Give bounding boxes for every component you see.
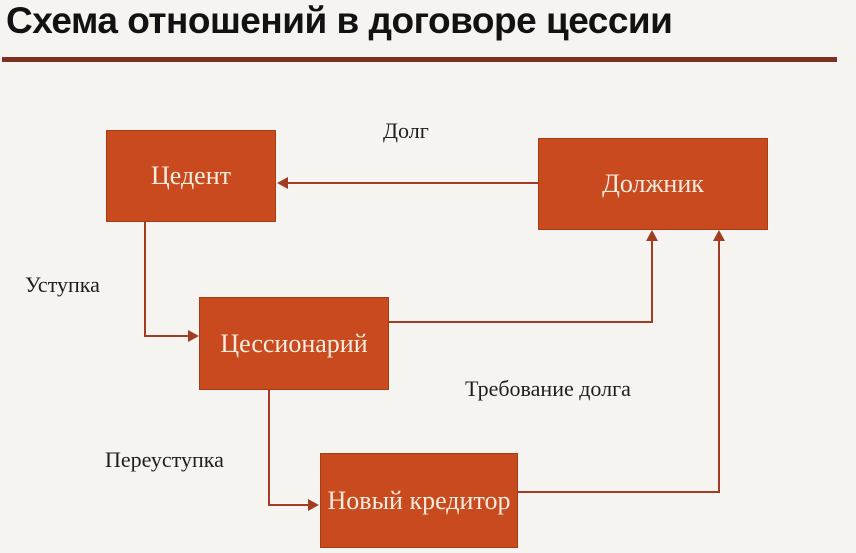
node-debtor-label: Должник <box>602 169 704 198</box>
title-underline <box>2 57 837 62</box>
edge-label-assignment: Уступка <box>25 272 100 297</box>
arrowhead-reassignment-icon <box>308 499 319 511</box>
edge-label-demand: Требование долга <box>465 376 631 401</box>
connector-assignment-line-vertical <box>144 222 146 337</box>
edge-label-debt: Долг <box>383 118 429 143</box>
node-new-creditor-label: Новый кредитор <box>327 485 511 515</box>
node-cedent: Цедент <box>106 130 276 222</box>
connector-cessionary-debtor-line-horizontal <box>389 321 653 323</box>
edge-label-reassignment: Переуступка <box>105 447 224 472</box>
node-new-creditor: Новый кредитор <box>320 453 518 548</box>
connector-assignment-line-horizontal <box>144 335 191 337</box>
arrowhead-cessionary-debtor-icon <box>646 230 658 241</box>
connector-debt-line <box>284 182 538 184</box>
connector-cessionary-debtor-line-vertical <box>651 240 653 322</box>
connector-reassignment-line-horizontal <box>268 504 312 506</box>
page-title: Схема отношений в договоре цессии <box>6 0 673 41</box>
node-cessionary: Цессионарий <box>199 297 389 390</box>
node-cedent-label: Цедент <box>150 161 232 190</box>
arrowhead-demand-icon <box>713 230 725 241</box>
arrowhead-debt-icon <box>277 177 288 189</box>
arrowhead-assignment-icon <box>188 330 199 342</box>
connector-demand-line-horizontal <box>518 491 720 493</box>
connector-reassignment-line-vertical <box>268 390 270 506</box>
node-debtor: Должник <box>538 138 768 230</box>
connector-demand-line-vertical <box>718 240 720 492</box>
node-cessionary-label: Цессионарий <box>220 328 368 358</box>
